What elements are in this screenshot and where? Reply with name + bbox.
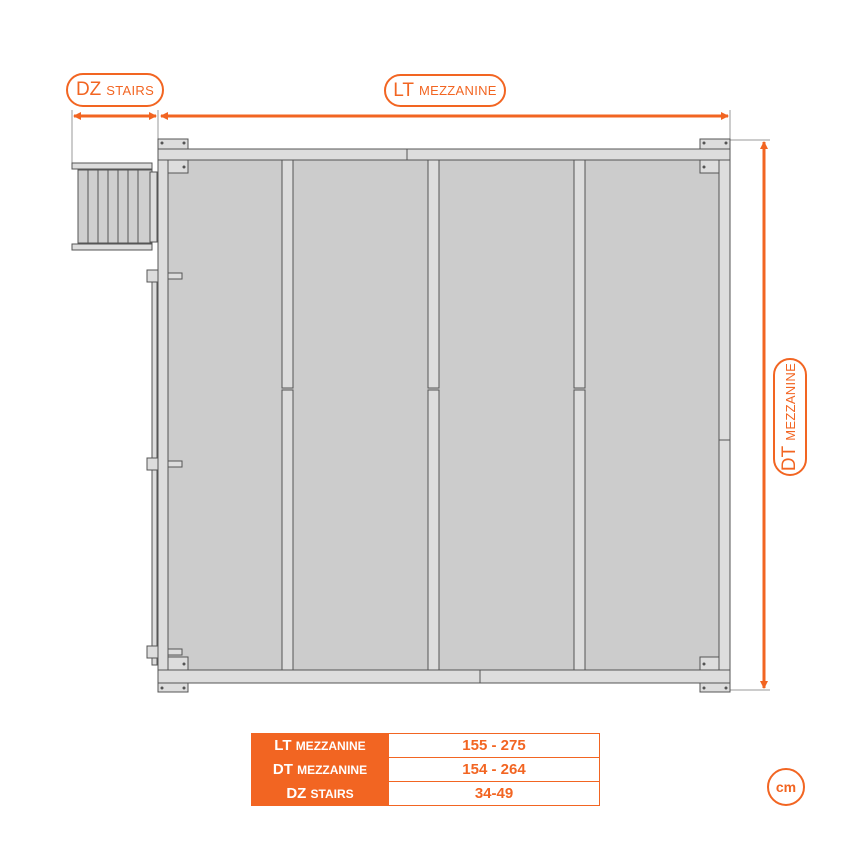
table-row: DZ stairs 34-49 bbox=[251, 781, 600, 806]
dt-mezzanine-label: DT mezzanine bbox=[773, 358, 807, 476]
label-name: mezzanine bbox=[418, 83, 497, 98]
stairs bbox=[71, 162, 158, 251]
unit-badge: cm bbox=[767, 768, 805, 806]
bolts bbox=[160, 141, 728, 690]
row-name: mezzanine bbox=[295, 739, 366, 753]
label-name: stairs bbox=[106, 82, 155, 98]
row-label: DT mezzanine bbox=[251, 757, 389, 782]
row-code: DZ bbox=[286, 785, 307, 802]
label-code: DZ bbox=[75, 79, 102, 100]
row-name: mezzanine bbox=[297, 763, 368, 777]
label-code: LT bbox=[393, 79, 414, 101]
row-value: 155 - 275 bbox=[388, 733, 600, 758]
table-row: LT mezzanine 155 - 275 bbox=[251, 733, 600, 758]
row-code: DT bbox=[272, 761, 293, 778]
mezzanine-frame bbox=[146, 138, 731, 693]
row-code: LT bbox=[274, 737, 292, 754]
row-name: stairs bbox=[310, 787, 354, 801]
lt-mezzanine-label: LT mezzanine bbox=[384, 74, 506, 107]
label-name: mezzanine bbox=[782, 362, 798, 441]
row-value: 154 - 264 bbox=[388, 757, 600, 782]
label-code: DT bbox=[779, 445, 800, 472]
row-label: DZ stairs bbox=[251, 781, 389, 806]
table-row: DT mezzanine 154 - 264 bbox=[251, 757, 600, 782]
row-label: LT mezzanine bbox=[251, 733, 389, 758]
dz-stairs-label: DZ stairs bbox=[66, 73, 164, 107]
dimensions-table: LT mezzanine 155 - 275 DT mezzanine 154 … bbox=[251, 733, 600, 806]
extension-lines bbox=[71, 110, 770, 691]
row-value: 34-49 bbox=[388, 781, 600, 806]
